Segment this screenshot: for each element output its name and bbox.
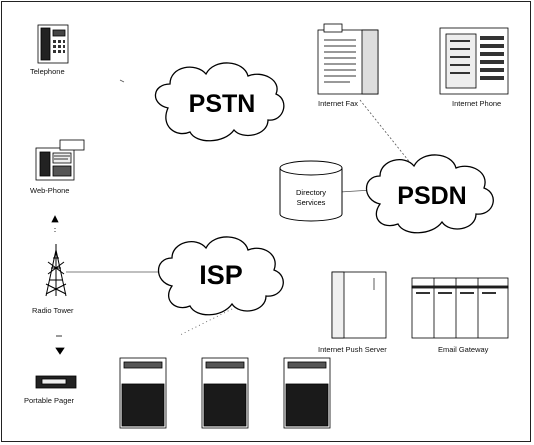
- directory-label-line2: Services: [297, 198, 326, 207]
- web-phone-icon: [35, 139, 85, 181]
- email-gateway-label: Email Gateway: [438, 345, 489, 354]
- internet-phone-label: Internet Phone: [452, 99, 502, 108]
- email-gateway-icon: [411, 277, 509, 339]
- pager-icon: [35, 375, 77, 389]
- radio-tower-label: Radio Tower: [32, 306, 74, 315]
- arrow-down-icon: [55, 335, 65, 355]
- psdn-cloud: [365, 154, 494, 234]
- pstn-label: PSTN: [189, 90, 256, 118]
- pstn-tick: [119, 79, 125, 83]
- client-device-1-icon: [119, 357, 167, 429]
- client-device-3-icon: [283, 357, 331, 429]
- psdn-label: PSDN: [397, 182, 466, 210]
- internet-fax-icon: [317, 23, 379, 95]
- telephone-label: Telephone: [30, 67, 65, 76]
- isp-label: ISP: [199, 260, 243, 290]
- radio-tower-icon: [45, 244, 67, 297]
- push-server-icon: [331, 271, 387, 339]
- isp-cloud: [157, 236, 284, 316]
- telephone-icon: [37, 24, 69, 64]
- directory-services-icon: [279, 160, 343, 222]
- internet-fax-label: Internet Fax: [318, 99, 359, 108]
- directory-label-line1: Directory: [296, 188, 326, 197]
- arrow-up-icon: [51, 215, 59, 232]
- pstn-cloud: [154, 62, 285, 142]
- client-device-2-icon: [201, 357, 249, 429]
- portable-pager-label: Portable Pager: [24, 396, 75, 405]
- web-phone-label: Web-Phone: [30, 186, 70, 195]
- internet-phone-icon: [439, 27, 509, 95]
- push-server-label: Internet Push Server: [318, 345, 387, 354]
